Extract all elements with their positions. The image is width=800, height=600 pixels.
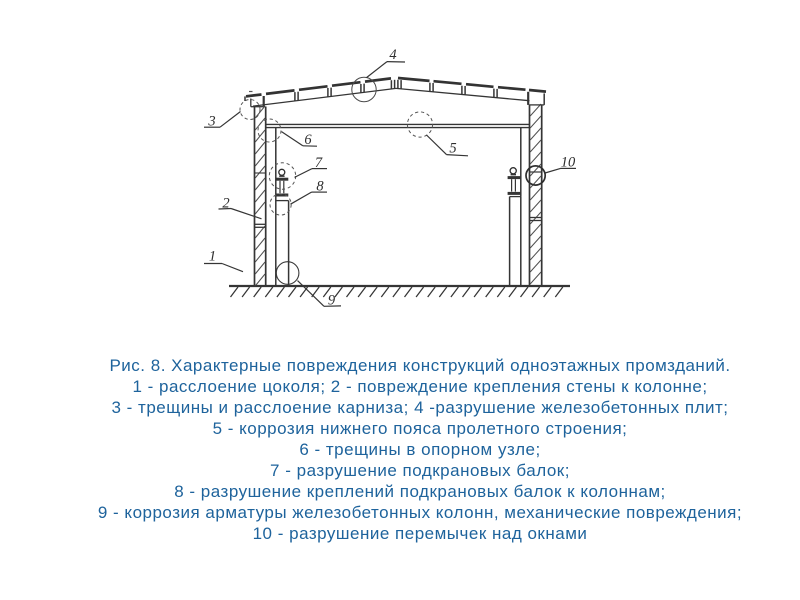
- svg-text:10: 10: [561, 155, 576, 171]
- svg-text:2: 2: [222, 196, 229, 212]
- svg-text:7: 7: [315, 155, 323, 171]
- svg-text:1: 1: [209, 249, 216, 265]
- svg-text:3: 3: [207, 114, 215, 130]
- svg-text:5: 5: [449, 141, 456, 157]
- svg-text:4: 4: [389, 47, 396, 63]
- svg-text:9: 9: [328, 293, 336, 309]
- svg-text:8: 8: [316, 178, 324, 194]
- svg-text:6: 6: [304, 132, 312, 148]
